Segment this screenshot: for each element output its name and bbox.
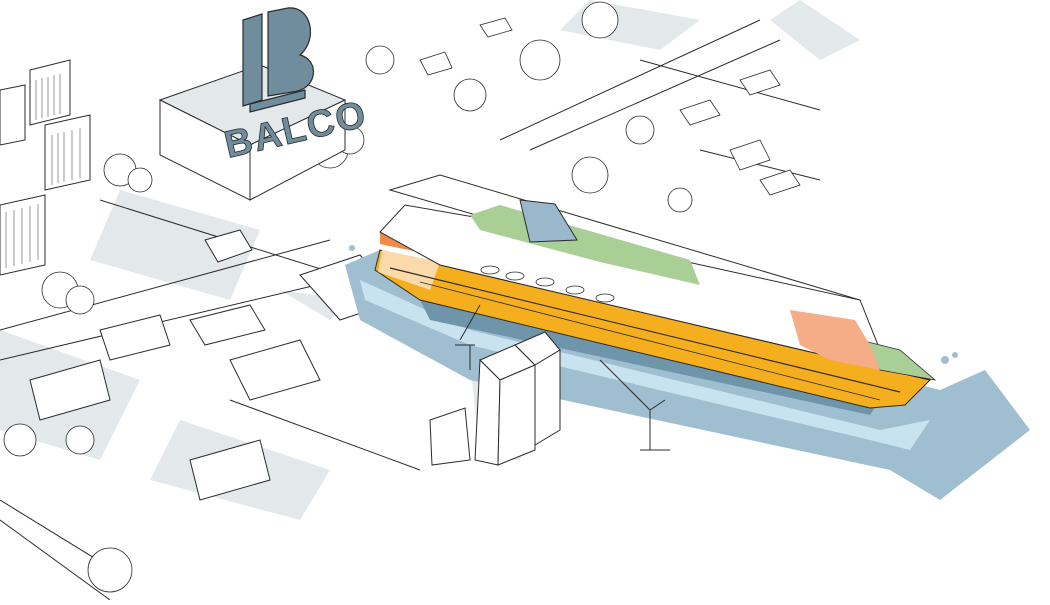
window-grid xyxy=(5,74,81,268)
cruise-ship xyxy=(374,199,937,409)
houses xyxy=(419,17,801,196)
foreground-towers xyxy=(429,331,561,466)
balco-building xyxy=(158,7,347,201)
cranes xyxy=(455,304,670,451)
left-buildings xyxy=(0,59,321,501)
car xyxy=(204,229,253,263)
trees xyxy=(3,1,693,593)
bow-splash xyxy=(349,245,958,364)
balco-monogram-icon xyxy=(242,7,315,113)
